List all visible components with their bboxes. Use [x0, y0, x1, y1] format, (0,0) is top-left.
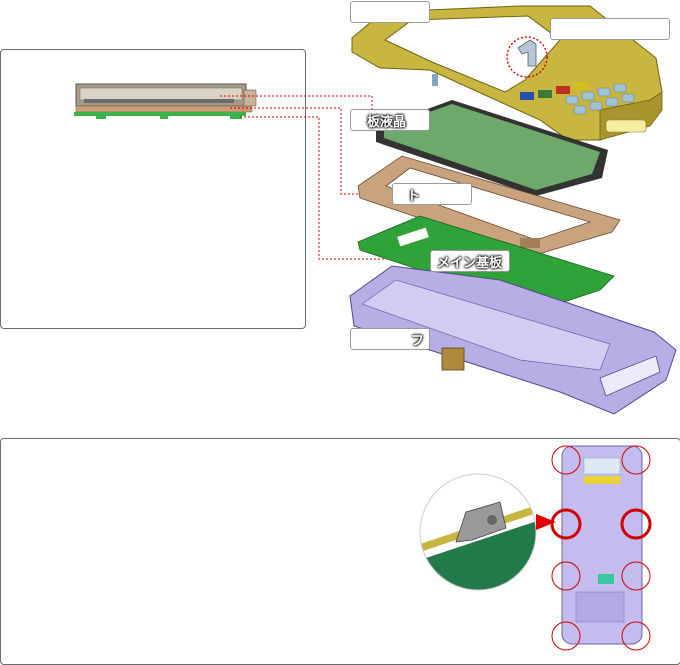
hook-detail-view [419, 473, 556, 591]
callout-rear-case-label: フ [411, 333, 425, 349]
callout-hook-note-label [551, 19, 563, 39]
callout-inner-frame: ト [392, 183, 472, 205]
callout-lcd-text: 液晶 [380, 114, 407, 130]
hook-markers [550, 508, 652, 540]
callout-lcd-label: 板液晶 [361, 110, 412, 130]
callout-lcd: 板液晶 [350, 109, 430, 131]
callout-front-frame-label [351, 2, 363, 22]
callout-lcd-prefix: 板 [367, 114, 381, 130]
callout-inner-frame-label: ト [407, 188, 421, 204]
callout-hook-note [550, 18, 670, 40]
red-arrow-icon [536, 514, 556, 530]
callout-rear-case: フ [350, 328, 430, 350]
callout-main-board-label: メイン基板 [437, 255, 503, 271]
connector-icon [441, 347, 465, 371]
callout-main-board: メイン基板 [430, 250, 510, 272]
keypad [520, 82, 647, 133]
lcd-part [376, 100, 608, 196]
screw-markers [551, 445, 651, 651]
leader-lines [220, 95, 432, 260]
cross-section-view [74, 83, 257, 119]
hook-highlight-circle [506, 36, 548, 78]
callout-front-frame [350, 1, 430, 23]
rear-case-part [349, 265, 677, 415]
rear-case-top-view [550, 445, 652, 651]
